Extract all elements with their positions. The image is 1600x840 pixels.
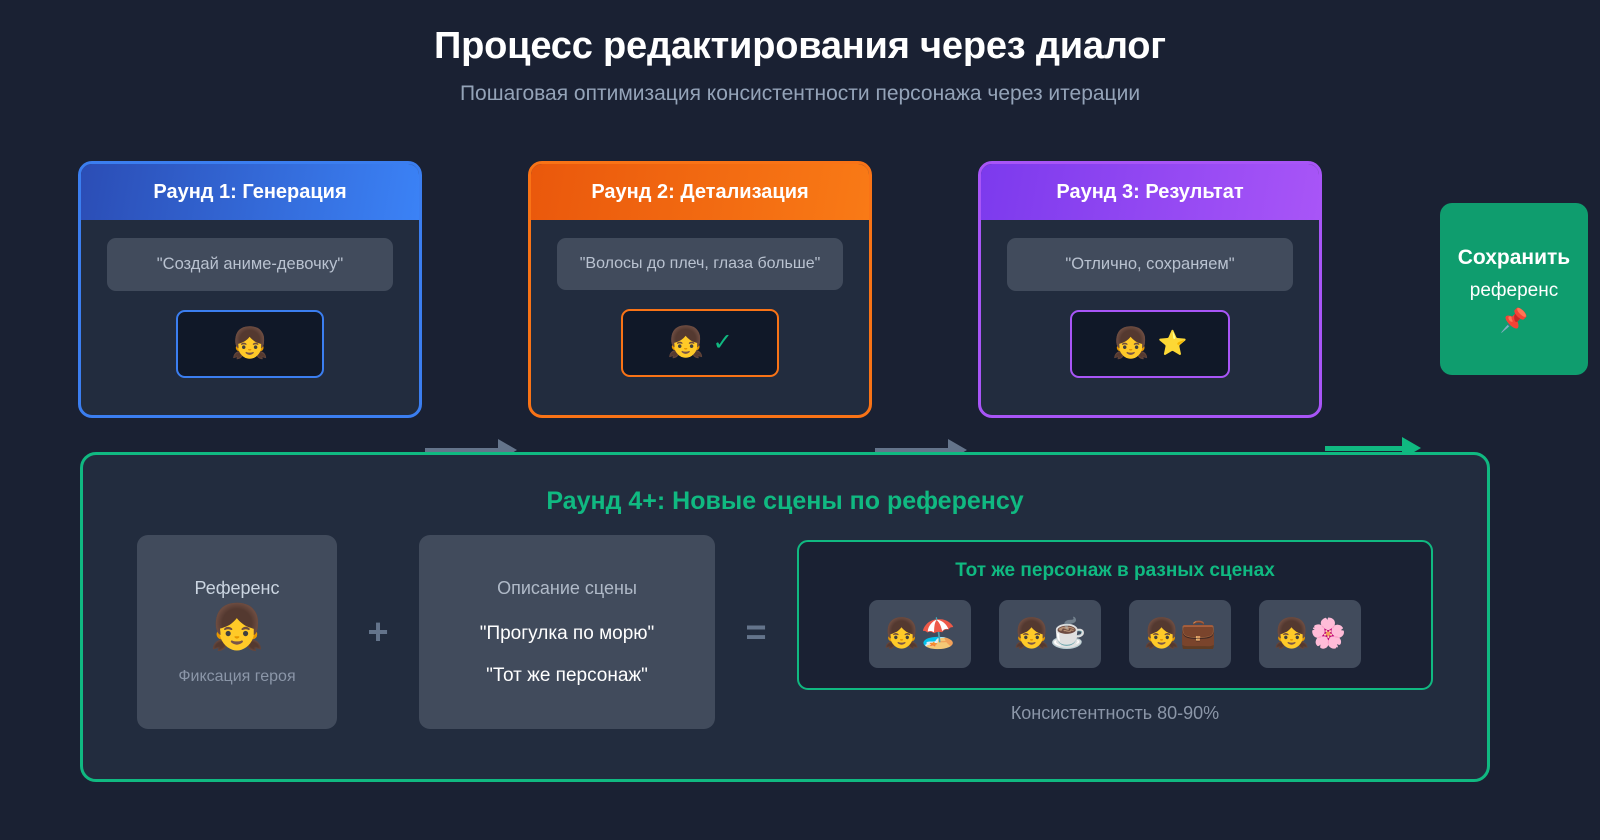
arrow-shaft xyxy=(425,447,498,453)
round-3-prompt: "Отлично, сохраняем" xyxy=(1007,238,1293,291)
pin-icon: 📌 xyxy=(1499,307,1529,333)
save-reference-subtitle: референс xyxy=(1469,280,1559,301)
round-card-1[interactable]: Раунд 1: Генерация "Создай аниме-девочку… xyxy=(78,161,422,418)
scene-description-card[interactable]: Описание сцены "Прогулка по морю" "Тот ж… xyxy=(419,535,715,729)
girl-icon: 👧 xyxy=(667,326,705,359)
rounds-row: Раунд 1: Генерация "Создай аниме-девочку… xyxy=(0,161,1600,461)
round-2-prompt: "Волосы до плеч, глаза больше" xyxy=(557,238,843,290)
girl-icon: 👧 xyxy=(231,327,269,360)
round-3-preview[interactable]: 👧 ⭐ xyxy=(1070,310,1230,378)
result-tile[interactable]: 👧🌸 xyxy=(1259,600,1361,668)
round4-title: Раунд 4+: Новые сцены по референсу xyxy=(546,487,1024,515)
reference-card[interactable]: Референс 👧 Фиксация героя xyxy=(137,535,337,729)
result-tile[interactable]: 👧☕ xyxy=(999,600,1101,668)
results-tiles: 👧🏖️ 👧☕ 👧💼 👧🌸 xyxy=(799,600,1431,668)
round-2-body: "Волосы до плеч, глаза больше" 👧 ✓ xyxy=(531,220,869,377)
check-icon: ✓ xyxy=(712,329,733,356)
page-title: Процесс редактирования через диалог xyxy=(434,25,1166,67)
round-3-body: "Отлично, сохраняем" 👧 ⭐ xyxy=(981,220,1319,378)
star-icon: ⭐ xyxy=(1157,330,1188,357)
scene-description-title: Описание сцены xyxy=(497,577,637,598)
result-tile[interactable]: 👧💼 xyxy=(1129,600,1231,668)
round-1-header: Раунд 1: Генерация xyxy=(81,164,419,220)
round-card-2[interactable]: Раунд 2: Детализация "Волосы до плеч, гл… xyxy=(528,161,872,418)
round-1-body: "Создай аниме-девочку" 👧 xyxy=(81,220,419,378)
page-subtitle: Пошаговая оптимизация консистентности пе… xyxy=(459,81,1141,105)
scene-description-line-1: "Прогулка по морю" xyxy=(479,622,655,644)
save-reference-title: Сохранить xyxy=(1457,246,1571,269)
scene-description-line-2: "Тот же персонаж" xyxy=(486,664,648,686)
round4-panel: Раунд 4+: Новые сцены по референсу Рефер… xyxy=(80,452,1490,782)
round-1-preview[interactable]: 👧 xyxy=(176,310,324,378)
reference-label: Референс xyxy=(194,578,280,599)
round-2-preview[interactable]: 👧 ✓ xyxy=(621,309,779,377)
page-header: Процесс редактирования через диалог Поша… xyxy=(0,0,1600,106)
arrow-shaft xyxy=(1325,445,1402,451)
round-card-3[interactable]: Раунд 3: Результат "Отлично, сохраняем" … xyxy=(978,161,1322,418)
save-reference-box[interactable]: Сохранить референс 📌 xyxy=(1440,203,1588,375)
results-box: Тот же персонаж в разных сценах 👧🏖️ 👧☕ 👧… xyxy=(797,540,1433,690)
consistency-label: Консистентность 80-90% xyxy=(1010,703,1220,723)
round-2-header: Раунд 2: Детализация xyxy=(531,164,869,220)
plus-operator-icon: + xyxy=(367,611,389,652)
equals-operator-icon: = xyxy=(745,611,767,652)
round4-row: Референс 👧 Фиксация героя + Описание сце… xyxy=(83,535,1487,729)
girl-icon: 👧 xyxy=(1112,327,1150,360)
results-wrapper: Тот же персонаж в разных сценах 👧🏖️ 👧☕ 👧… xyxy=(797,540,1433,724)
reference-caption: Фиксация героя xyxy=(178,667,296,685)
girl-icon: 👧 xyxy=(209,603,265,653)
results-title: Тот же персонаж в разных сценах xyxy=(955,560,1275,581)
arrow-shaft xyxy=(875,447,948,453)
result-tile[interactable]: 👧🏖️ xyxy=(869,600,971,668)
round-3-header: Раунд 3: Результат xyxy=(981,164,1319,220)
round-1-prompt: "Создай аниме-девочку" xyxy=(107,238,393,291)
